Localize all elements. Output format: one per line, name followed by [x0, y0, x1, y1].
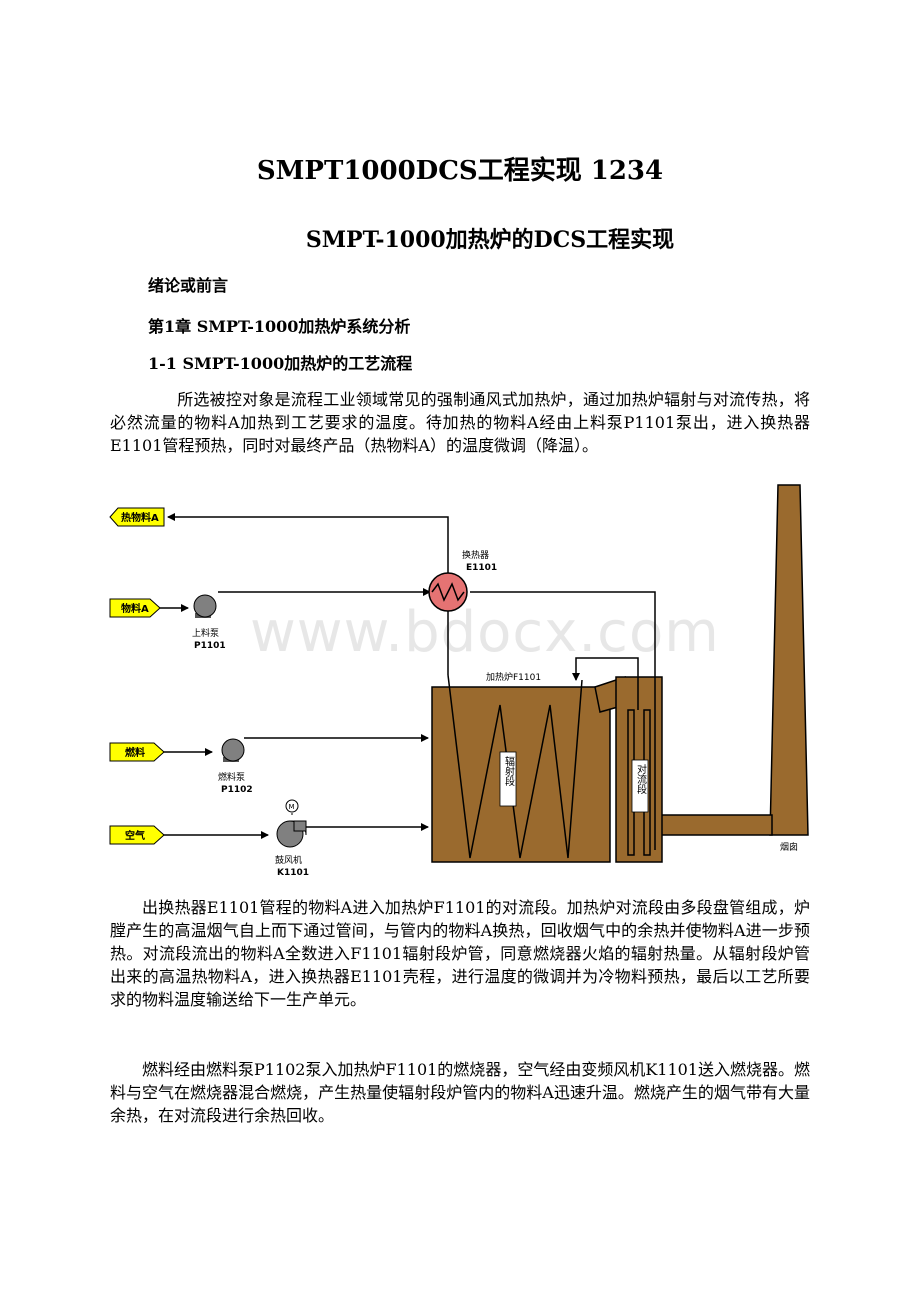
convection-label-box — [631, 759, 649, 813]
tag-hot-material-label: 热物料A — [121, 511, 159, 524]
blower-motor-label: M — [289, 803, 295, 811]
flue-duct — [659, 814, 773, 836]
heading-chapter-1: 第1章 SMPT-1000加热炉系统分析 — [148, 317, 411, 336]
furnace-label: 加热炉F1101 — [486, 671, 541, 683]
radiant-label-box — [499, 751, 517, 807]
process-flow-diagram: 辐射段 对流段 热物料A 物料A 燃料 空气 换热器 E1101 上料泵 P11… — [109, 484, 809, 878]
paragraph-1: 所选被控对象是流程工业领域常见的强制通风式加热炉，通过加热炉辐射与对流传热，将必… — [110, 390, 810, 455]
blower-name: 鼓风机 — [275, 854, 302, 866]
tag-air-label: 空气 — [125, 829, 145, 842]
chimney — [769, 484, 809, 836]
radiant-label: 辐射段 — [503, 755, 515, 787]
radiant-coil — [447, 674, 583, 859]
fuel-pump-id: P1102 — [221, 785, 253, 795]
tag-fuel-label: 燃料 — [125, 746, 145, 759]
blower-id: K1101 — [277, 868, 309, 878]
watermark: www.bdocx.com — [250, 600, 720, 665]
feed-pump-name: 上料泵 — [192, 627, 219, 639]
paragraph-3: 燃料经由燃料泵P1102泵入加热炉F1101的燃烧器，空气经由变频风机K1101… — [110, 1060, 810, 1125]
tag-hot-material — [109, 507, 165, 527]
exchanger-id: E1101 — [466, 563, 497, 573]
tag-material — [109, 598, 161, 618]
furnace-body — [431, 686, 611, 863]
document-subtitle: SMPT-1000加热炉的DCS工程实现 — [305, 227, 675, 253]
convection-label: 对流段 — [635, 763, 647, 795]
heading-intro: 绪论或前言 — [148, 276, 229, 295]
heading-section-1-1: 1-1 SMPT-1000加热炉的工艺流程 — [148, 354, 413, 373]
line-convection-to-radiant — [572, 657, 639, 710]
feed-pump-id: P1101 — [194, 641, 226, 651]
fuel-pump-name: 燃料泵 — [218, 771, 245, 783]
line-exchanger-to-convection — [470, 591, 656, 850]
blower-outlet — [293, 820, 307, 832]
feed-pump — [193, 594, 217, 618]
tag-material-label: 物料A — [121, 602, 149, 615]
exchanger-name: 换热器 — [462, 549, 489, 561]
document-title: SMPT1000DCS工程实现 1234 — [256, 156, 664, 186]
heat-exchanger-coil — [431, 582, 465, 602]
fuel-pump — [221, 738, 245, 762]
tag-air — [109, 825, 165, 845]
line-hot-material — [167, 513, 449, 675]
tag-fuel — [109, 742, 165, 762]
chimney-label: 烟囱 — [780, 841, 798, 853]
paragraph-2: 出换热器E1101管程的物料A进入加热炉F1101的对流段。加热炉对流段由多段盘… — [110, 898, 810, 1009]
blower-motor — [285, 799, 299, 813]
